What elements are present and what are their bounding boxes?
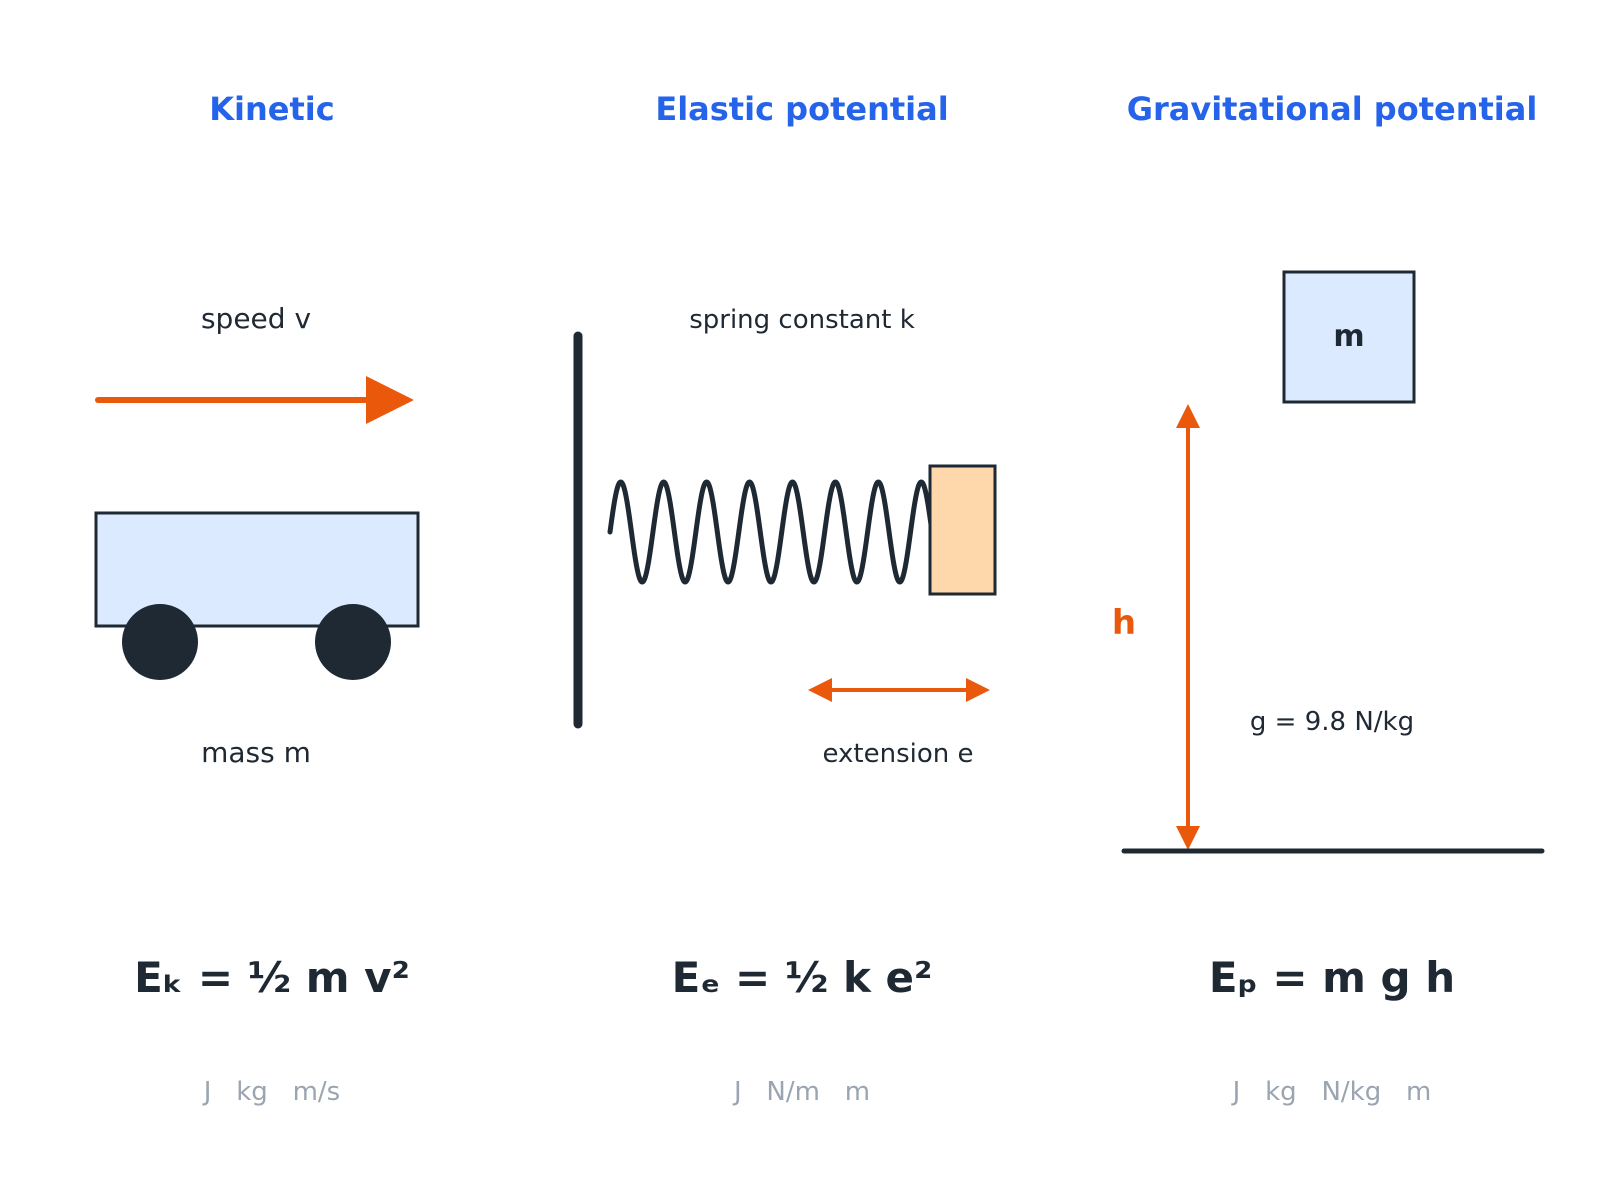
gravitational-title: Gravitational potential xyxy=(1127,90,1538,128)
mass-box-label: m xyxy=(1333,319,1364,354)
speed-label: speed v xyxy=(201,302,311,335)
gravitational-panel: Gravitational potential m h g = 9.8 N/kg… xyxy=(1112,90,1545,1107)
spring-constant-label: spring constant k xyxy=(689,305,915,335)
kinetic-title: Kinetic xyxy=(209,90,334,128)
kinetic-units: J kg m/s xyxy=(202,1077,340,1107)
extension-label: extension e xyxy=(822,739,973,769)
elastic-units: J N/m m xyxy=(732,1077,870,1107)
kinetic-formula: Eₖ = ½ m v² xyxy=(134,953,410,1002)
mass-box xyxy=(1282,270,1416,404)
cart-wheel-right xyxy=(315,604,391,680)
spring-block xyxy=(928,464,997,596)
elastic-formula: Eₑ = ½ k e² xyxy=(672,953,933,1002)
gravitational-units: J kg N/kg m xyxy=(1231,1077,1432,1107)
height-label: h xyxy=(1112,603,1136,643)
elastic-panel: Elastic potential spring constant k exte… xyxy=(573,90,997,1107)
elastic-title: Elastic potential xyxy=(655,90,948,128)
kinetic-panel: Kinetic speed v mass m Eₖ = ½ m v² J kg … xyxy=(94,90,420,1107)
mass-label: mass m xyxy=(201,736,311,769)
spring-coil xyxy=(607,479,935,585)
gravitational-formula: Eₚ = m g h xyxy=(1209,953,1455,1002)
g-label: g = 9.8 N/kg xyxy=(1250,707,1414,737)
cart-wheel-left xyxy=(122,604,198,680)
